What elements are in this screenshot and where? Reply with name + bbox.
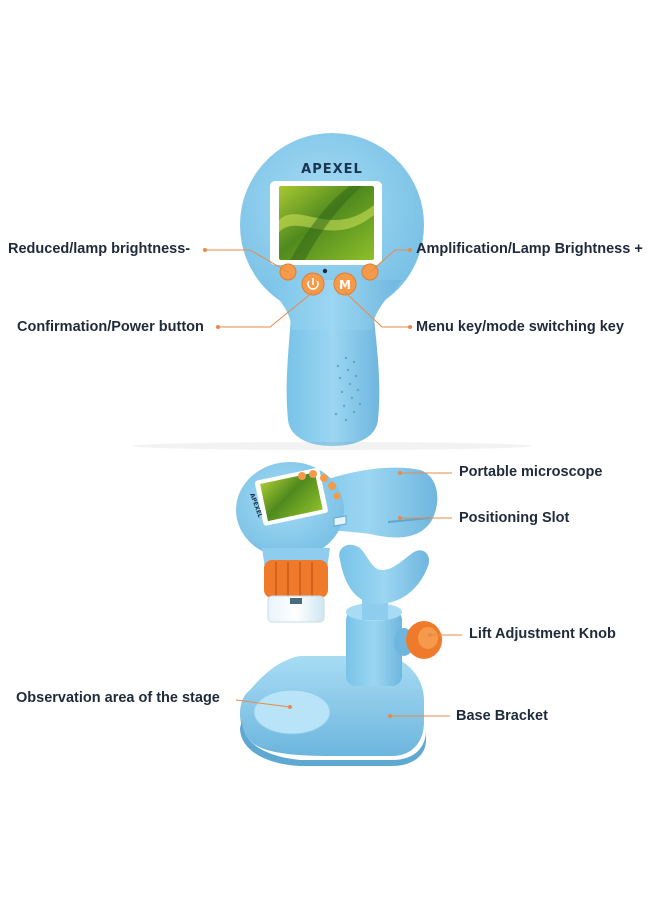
power-button[interactable] (301, 272, 325, 296)
speaker-grille (334, 356, 362, 422)
menu-m-icon: M (339, 278, 351, 292)
portable-buttons (298, 470, 341, 500)
label-confirmation-power: Confirmation/Power button (17, 319, 204, 335)
portable-microscope-unit: APEXEL (236, 462, 438, 623)
leader-lines-top (205, 249, 410, 328)
label-menu-key: Menu key/mode switching key (416, 319, 624, 335)
label-lift-knob: Lift Adjustment Knob (469, 626, 616, 642)
label-reduced-brightness: Reduced/lamp brightness- (8, 241, 191, 257)
microscope-on-stand: APEXEL (236, 462, 442, 766)
label-positioning-slot: Positioning Slot (459, 510, 570, 526)
leader-lines-bottom (235, 472, 462, 717)
portable-screen (260, 472, 323, 522)
cradle-holder (339, 544, 430, 604)
label-portable-microscope: Portable microscope (459, 464, 603, 480)
handle (286, 300, 380, 446)
indicator-led (322, 268, 328, 274)
label-amplification: Amplification/Lamp Brightness + (416, 241, 643, 257)
positioning-slot (387, 517, 431, 523)
lift-column (346, 610, 402, 686)
power-icon (307, 278, 319, 290)
brand-logo: APEXEL (301, 162, 363, 177)
label-base-bracket: Base Bracket (456, 708, 548, 724)
lens-cap (267, 595, 325, 623)
menu-button[interactable]: M (333, 272, 357, 296)
observation-area (253, 689, 331, 735)
lift-adjustment-knob[interactable] (394, 621, 442, 659)
label-observation-area: Observation area of the stage (16, 690, 220, 706)
handheld-microscope: APEXEL M (132, 133, 532, 450)
focus-ring (264, 560, 328, 598)
